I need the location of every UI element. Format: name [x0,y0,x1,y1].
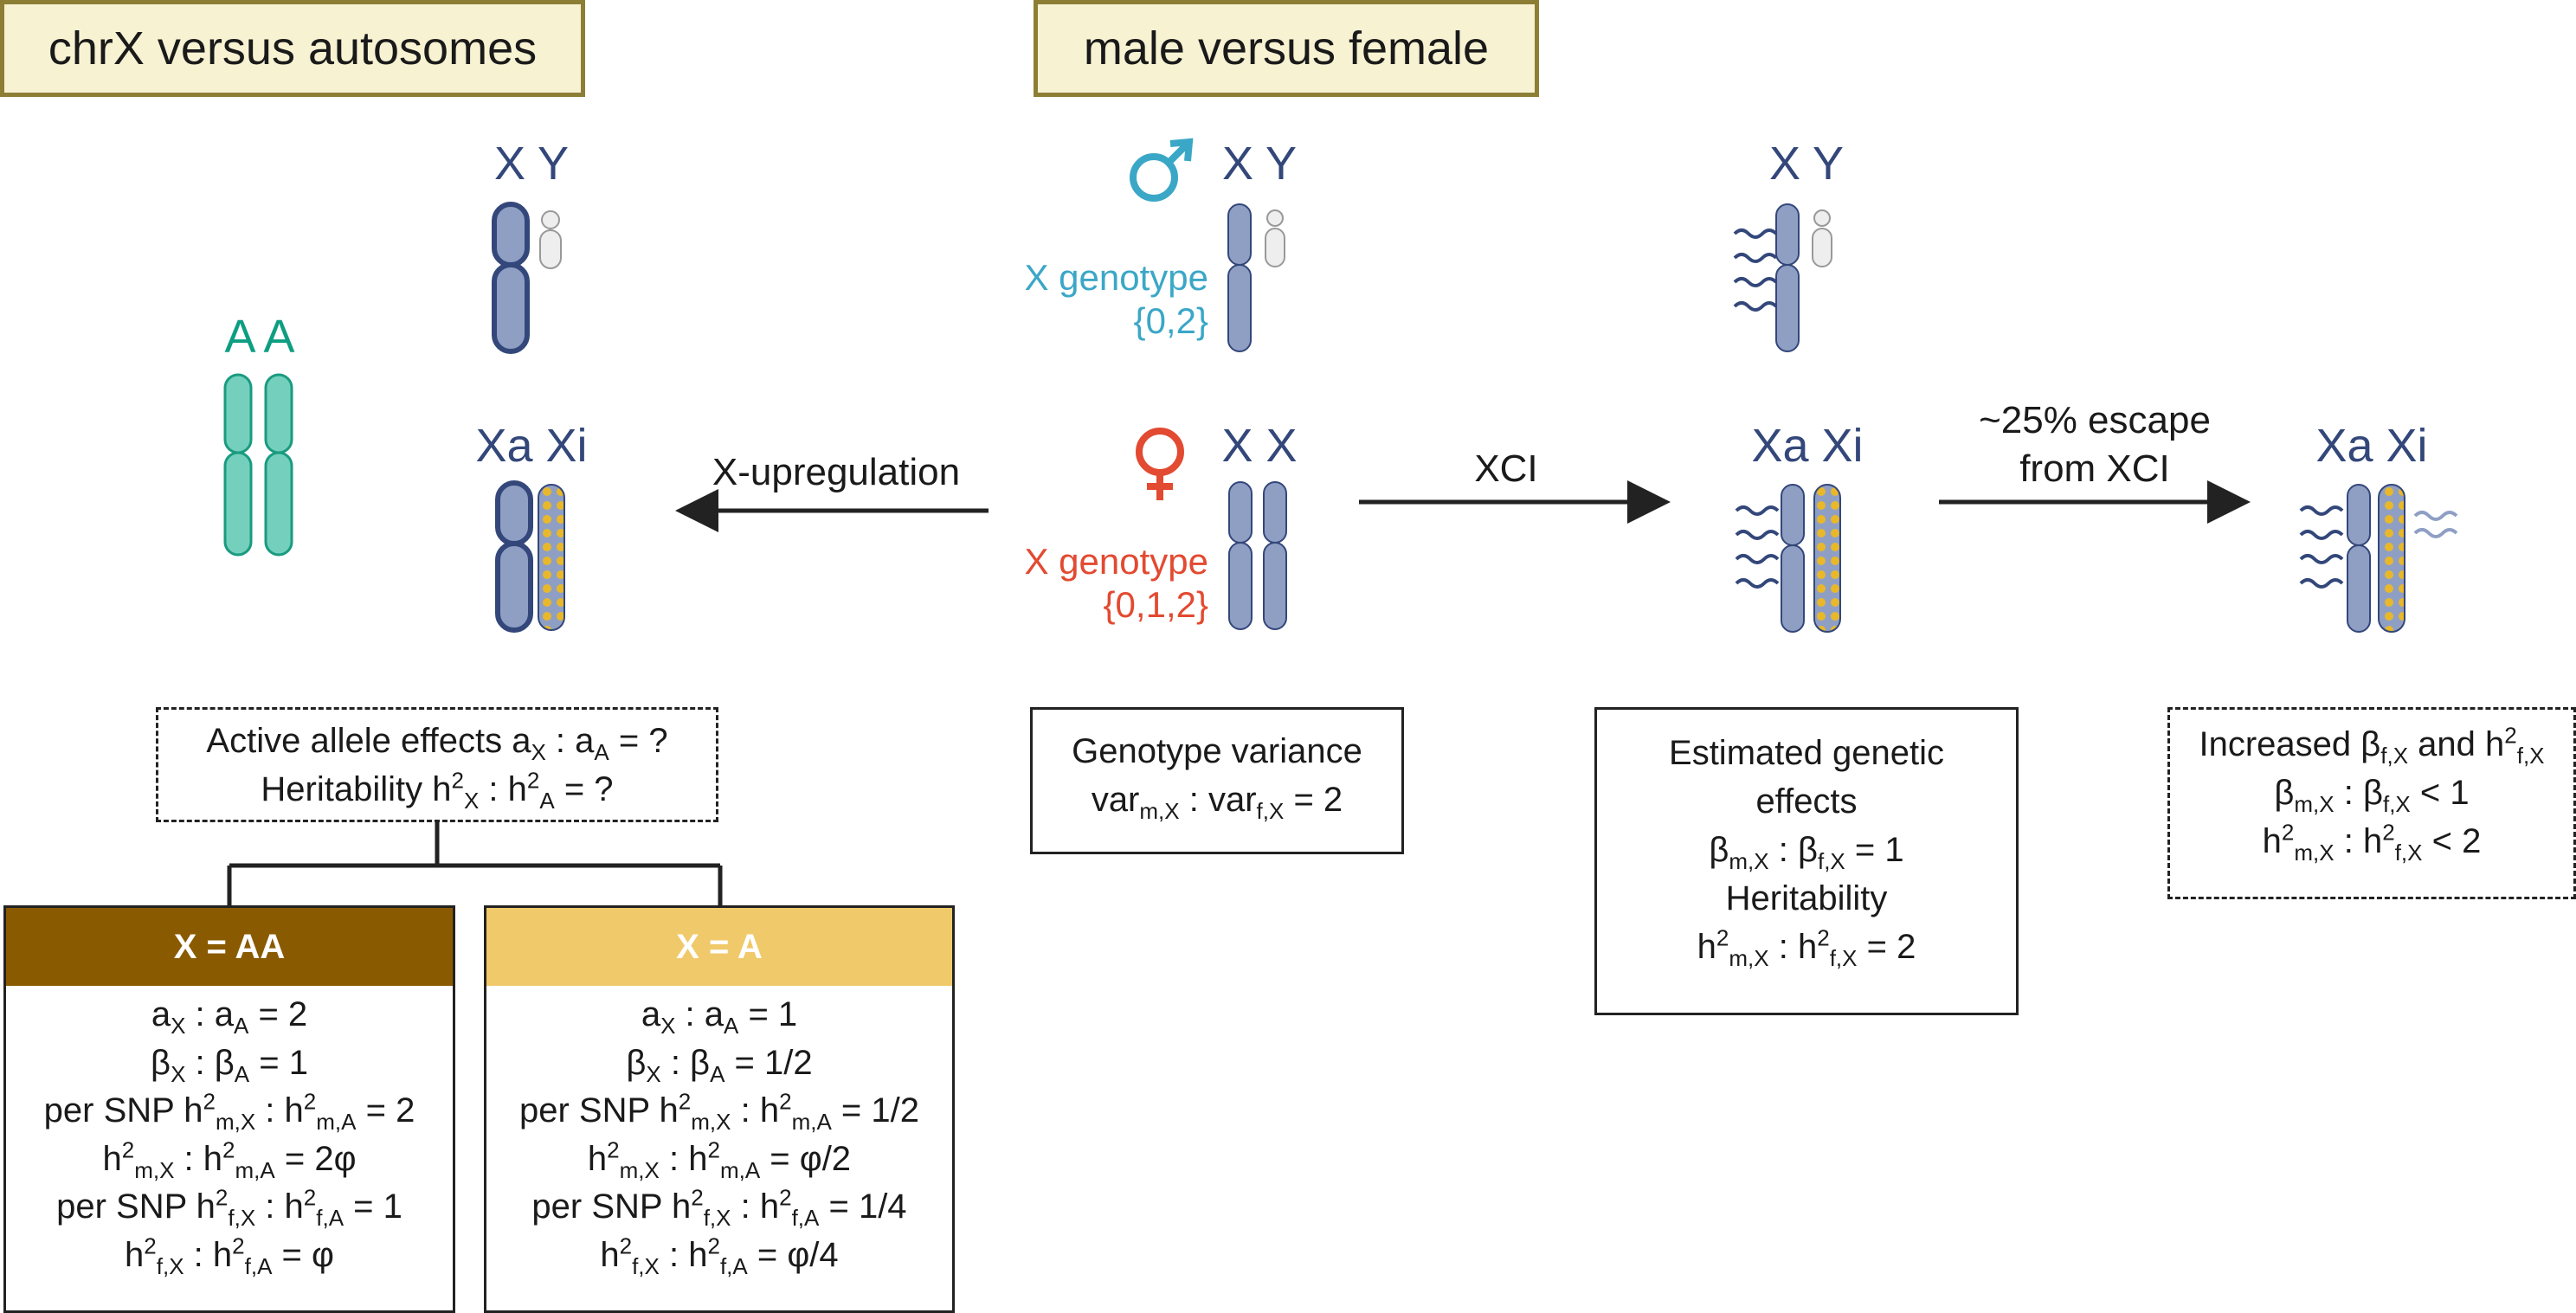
label-female-xx-center: X X [1221,420,1298,472]
estimated-genetic-effects-box: Estimated genetic effects βm,X : βf,X = … [1594,707,2019,1015]
escape-label-line1: ~25% escape [1979,399,2211,441]
autosome-pair-chromosomes [223,373,293,557]
escape-effects-box: Increased βf,X and h2f,X βm,X : βf,X < 1… [2167,707,2576,899]
genotype-variance-title: Genotype variance [1072,732,1362,770]
case-x-equals-a: X = A aX : aA = 1 βX : βA = 1/2 per SNP … [484,905,955,1313]
male-xy-chromosomes-left [492,202,562,354]
case-a-line3: per SNP h2m,X : h2m,A = 1/2 [518,1088,919,1135]
male-genotype-line2: {0,2} [1133,300,1208,341]
case-aa-line6: h2f,X : h2f,A = φ [125,1233,334,1279]
case-aa-line2: βX : βA = 1 [151,1043,308,1087]
genotype-variance-ratio: varm,X : varf,X = 2 [1091,781,1343,824]
xci-label: XCI [1474,447,1538,490]
label-female-xaxi-far-right: Xa Xi [2315,420,2428,472]
female-genotype-line2: {0,1,2} [1103,584,1208,625]
case-aa-line3: per SNP h2m,X : h2m,A = 2 [43,1088,415,1135]
beta-ratio: βm,X : βf,X = 1 [1709,831,1904,874]
female-xaxi-chromosomes-far-right [2299,484,2458,633]
female-xx-chromosomes-center [1228,481,1287,630]
case-a-header: X = A [486,908,952,986]
active-allele-line: Active allele effects aX : aA = ? [206,722,668,765]
female-xaxi-chromosomes-right [1735,484,1841,633]
label-male-xy-center: X Y [1221,138,1298,190]
case-aa-line1: aX : aA = 2 [151,995,308,1039]
female-genotype-label: X genotype {0,1,2} [978,540,1208,627]
male-xy-chromosomes-right [1733,203,1832,352]
label-female-xaxi-right: Xa Xi [1751,420,1864,472]
escape-label-line2: from XCI [2019,447,2170,490]
title-left-text: chrX versus autosomes [48,23,538,74]
escape-label: ~25% escape from XCI [1922,396,2268,493]
case-a-line2: βX : βA = 1/2 [626,1043,813,1087]
case-aa-body: aX : aA = 2 βX : βA = 1 per SNP h2m,X : … [6,986,453,1279]
case-a-line6: h2f,X : h2f,A = φ/4 [600,1233,839,1279]
title-chrx-vs-autosomes: chrX versus autosomes [0,0,585,97]
heritability-question-line: Heritability h2X : h2A = ? [261,767,614,814]
male-genotype-line1: X genotype [1024,257,1208,298]
title-male-vs-female: male versus female [1034,0,1539,97]
female-genotype-line1: X genotype [1024,541,1208,582]
genotype-variance-box: Genotype variance varm,X : varf,X = 2 [1030,707,1404,854]
x-upregulation-label: X-upregulation [712,451,961,493]
estimated-effects-line2: effects [1755,782,1858,821]
label-male-xy-right: X Y [1768,138,1845,190]
case-a-line5: per SNP h2f,X : h2f,A = 1/4 [531,1184,907,1231]
case-a-line1: aX : aA = 1 [641,995,798,1039]
case-x-equals-aa: X = AA aX : aA = 2 βX : βA = 1 per SNP h… [3,905,455,1313]
case-aa-line5: per SNP h2f,X : h2f,A = 1 [56,1184,402,1231]
label-female-xaxi-left: Xa Xi [475,420,588,472]
case-connector [227,822,723,907]
case-a-body: aX : aA = 1 βX : βA = 1/2 per SNP h2m,X … [486,986,952,1279]
female-xaxi-chromosomes-left [495,480,565,633]
escape-beta-ratio: βm,X : βf,X < 1 [2274,774,2470,817]
case-aa-header: X = AA [6,908,453,986]
label-autosome-pair: A A [224,311,295,363]
heritability-heading: Heritability [1725,879,1888,917]
case-aa-line4: h2m,X : h2m,A = 2φ [102,1136,357,1183]
male-xy-chromosomes-center [1227,203,1285,352]
female-symbol-icon [1136,428,1184,500]
heritability-ratio: h2m,X : h2f,X = 2 [1697,924,1916,971]
label-male-xy-left: X Y [493,138,570,190]
male-genotype-label: X genotype {0,2} [978,256,1208,343]
escape-heritability-ratio: h2m,X : h2f,X < 2 [2262,819,2482,866]
case-a-line4: h2m,X : h2m,A = φ/2 [587,1136,852,1183]
active-allele-effects-box: Active allele effects aX : aA = ? Herita… [156,707,718,822]
increased-line: Increased βf,X and h2f,X [2199,722,2545,769]
male-symbol-icon [1130,138,1194,202]
estimated-effects-line1: Estimated genetic [1669,734,1944,772]
title-middle-text: male versus female [1083,23,1490,74]
